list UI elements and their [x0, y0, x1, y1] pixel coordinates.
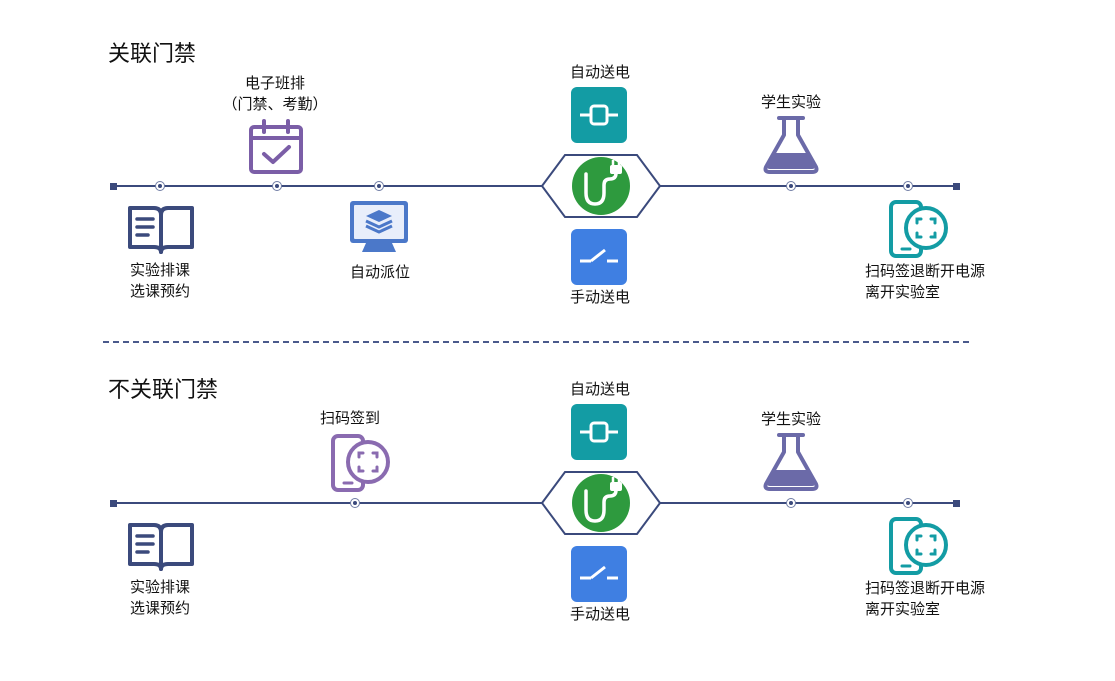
- timeline-line-right: [660, 502, 957, 504]
- switch-closed-icon: [571, 404, 627, 460]
- power-hexagon: [540, 153, 662, 219]
- step-scan-leave-label: 扫码签退断开电源 离开实验室: [865, 579, 986, 618]
- step-course-label: 实验排课 选课预约: [129, 261, 190, 300]
- timeline-node: [903, 498, 913, 508]
- step-manual-power-label: 手动送电: [569, 288, 630, 306]
- step-experiment-label: 学生实验: [760, 93, 821, 111]
- timeline-node: [155, 181, 165, 191]
- timeline-node: [903, 181, 913, 191]
- timeline-node: [786, 181, 796, 191]
- timeline-line-right: [660, 185, 957, 187]
- section-divider: [103, 341, 969, 343]
- power-plug-icon: [572, 474, 630, 532]
- step-course-label: 实验排课 选课预约: [129, 578, 190, 617]
- timeline-node: [374, 181, 384, 191]
- phone-scan-icon: [888, 517, 950, 577]
- switch-closed-icon: [571, 87, 627, 143]
- power-hexagon: [540, 470, 662, 536]
- step-scan-sign-label: 扫码签到: [319, 409, 380, 427]
- step-manual-power-label: 手动送电: [569, 605, 630, 623]
- step-assign-label: 自动派位: [349, 263, 410, 281]
- section-title-unlinked: 不关联门禁: [108, 378, 219, 403]
- step-auto-power-label: 自动送电: [569, 63, 630, 81]
- switch-open-icon: [571, 229, 627, 285]
- calendar-check-icon: [248, 119, 304, 175]
- step-experiment-label: 学生实验: [760, 410, 821, 428]
- monitor-layers-icon: [348, 199, 410, 255]
- timeline-end: [953, 500, 960, 507]
- switch-open-icon: [571, 546, 627, 602]
- section-title-linked: 关联门禁: [108, 42, 197, 67]
- timeline-node: [272, 181, 282, 191]
- power-plug-icon: [572, 157, 630, 215]
- phone-scan-icon: [888, 200, 950, 260]
- book-icon: [126, 521, 196, 573]
- step-schedule-label: 电子班排 （门禁、考勤）: [222, 74, 328, 113]
- timeline-node: [786, 498, 796, 508]
- timeline-node: [350, 498, 360, 508]
- flask-icon: [762, 432, 820, 492]
- phone-scan-icon: [330, 434, 392, 494]
- step-auto-power-label: 自动送电: [569, 380, 630, 398]
- step-scan-leave-label: 扫码签退断开电源 离开实验室: [865, 262, 986, 301]
- timeline-end: [953, 183, 960, 190]
- book-icon: [126, 204, 196, 256]
- timeline-line-left: [113, 502, 543, 504]
- timeline-line-left: [113, 185, 543, 187]
- flask-icon: [762, 115, 820, 175]
